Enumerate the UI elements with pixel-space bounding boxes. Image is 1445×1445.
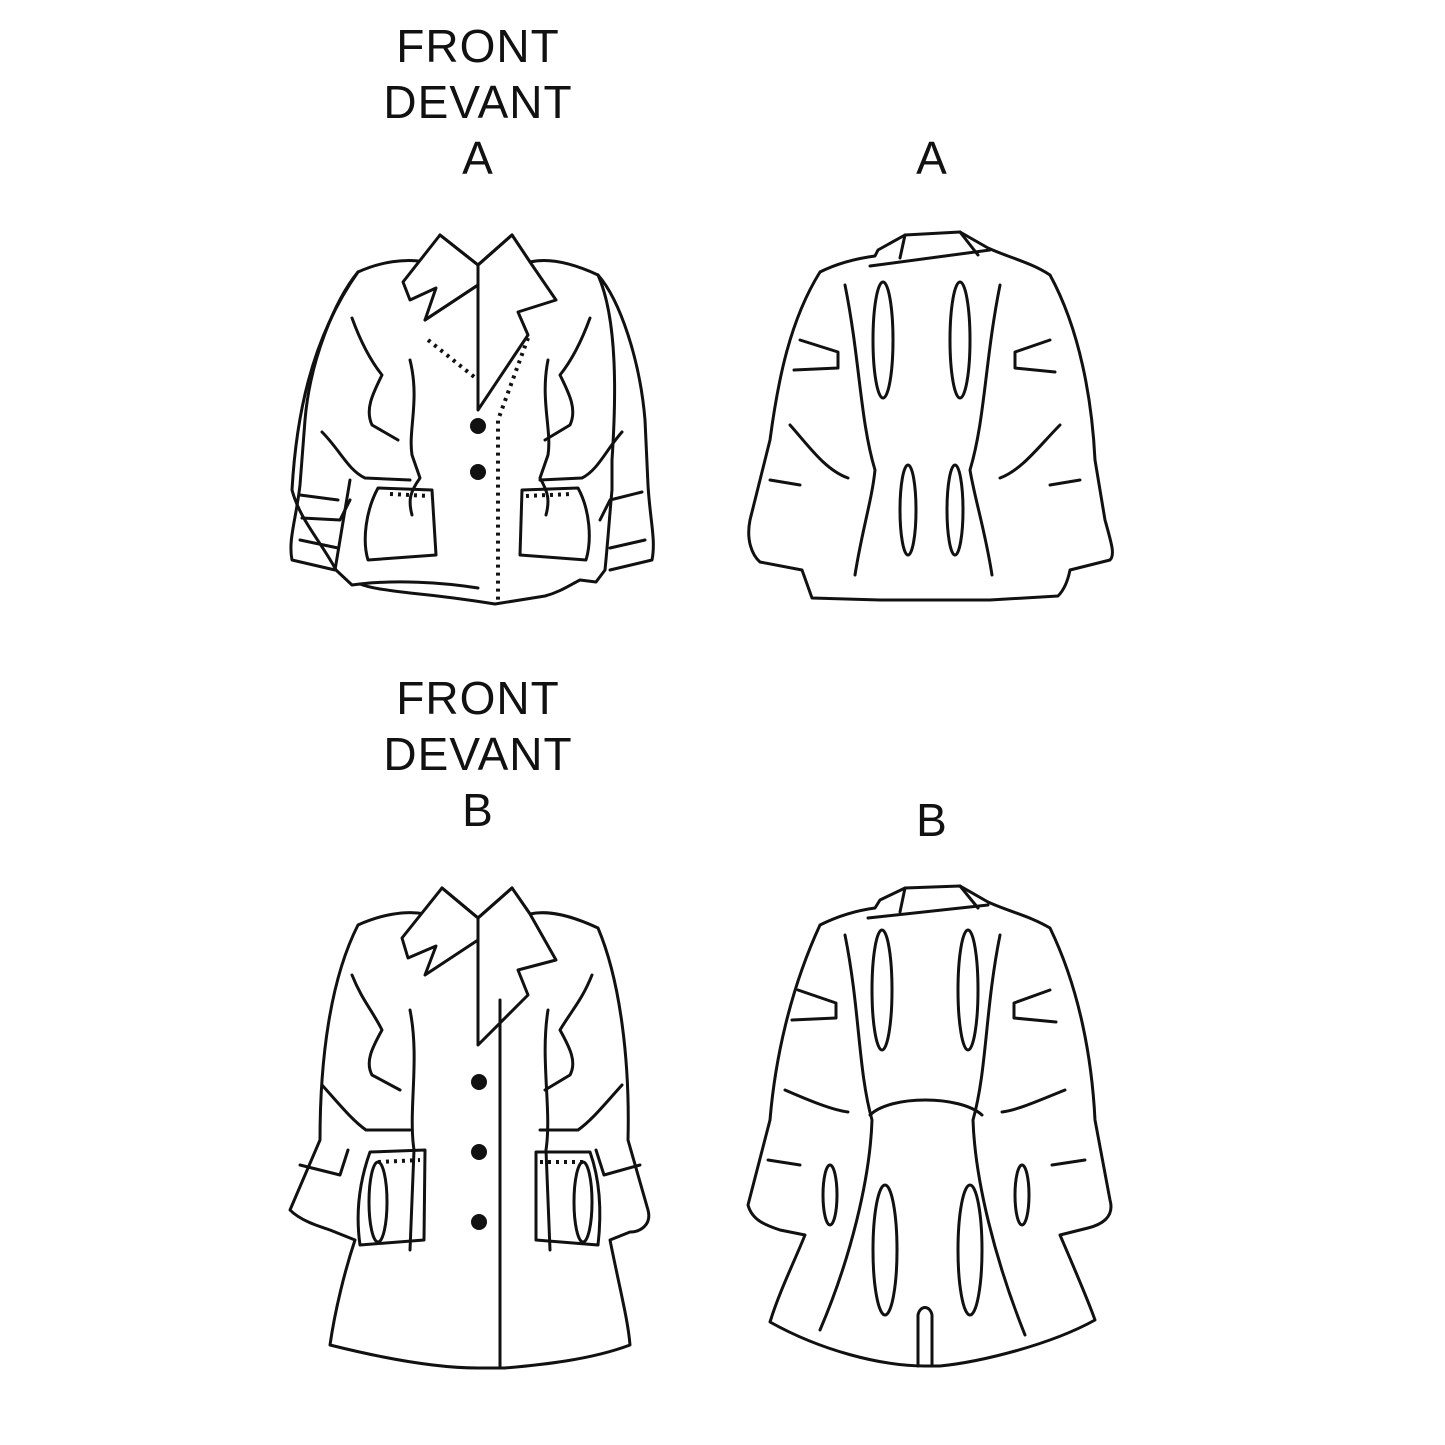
jacket-a-front-left-sleeve: [289, 270, 360, 572]
coat-b-front-button-3: [471, 1214, 487, 1230]
jacket-a-front-left-pocket: [363, 486, 438, 562]
coat-b-front-left-lapel: [400, 886, 480, 977]
coat-b-back-dart-4: [956, 1183, 984, 1317]
b-back-letter: B: [916, 794, 948, 846]
a-front-letter: A: [462, 132, 494, 184]
jacket-a-front-button-1: [470, 418, 486, 434]
b-back-label: B: [916, 792, 948, 848]
coat-b-back: [746, 884, 1113, 1368]
b-front-label: FRONT DEVANT B: [383, 670, 572, 838]
coat-b-back-dart-2: [956, 928, 980, 1052]
coat-b-front-right-lapel: [476, 886, 558, 1047]
coat-b-back-vent: [916, 1306, 934, 1368]
a-back-letter: A: [916, 132, 948, 184]
coat-b-back-body: [746, 884, 1113, 1368]
a-front-line1: FRONT: [396, 20, 560, 72]
a-back-label: A: [916, 130, 948, 186]
jacket-a-back-body: [747, 230, 1114, 602]
coat-b-front-button-1: [471, 1074, 487, 1090]
jacket-a-front-right-lapel: [476, 233, 558, 412]
b-front-line1: FRONT: [396, 672, 560, 724]
jacket-a-front-button-2: [470, 464, 486, 480]
jacket-a-front-right-pocket: [518, 486, 591, 562]
jacket-a-front: [289, 233, 655, 606]
a-front-line2: DEVANT: [383, 76, 573, 128]
jacket-a-back: [747, 230, 1114, 602]
jacket-a-front-body: [290, 233, 617, 606]
jacket-a-front-right-sleeve: [596, 273, 655, 572]
coat-b-front-right-pocket: [534, 1150, 602, 1247]
b-front-letter: B: [462, 784, 494, 836]
jacket-a-back-dart-3: [898, 463, 918, 557]
jacket-a-back-dart-4: [945, 463, 965, 557]
coat-b-front-left-pocket: [356, 1148, 427, 1247]
b-front-line2: DEVANT: [383, 728, 573, 780]
a-front-label: FRONT DEVANT A: [383, 18, 572, 186]
coat-b-front-button-2: [471, 1144, 487, 1160]
jacket-a-front-left-lapel: [401, 233, 480, 322]
jacket-a-back-dart-2: [948, 280, 972, 400]
coat-b-back-dart-3: [871, 1183, 899, 1317]
jacket-a-back-dart-1: [871, 280, 895, 400]
coat-b-front: [288, 886, 651, 1370]
coat-b-back-dart-1: [870, 928, 894, 1052]
coat-b-front-body: [288, 886, 651, 1370]
